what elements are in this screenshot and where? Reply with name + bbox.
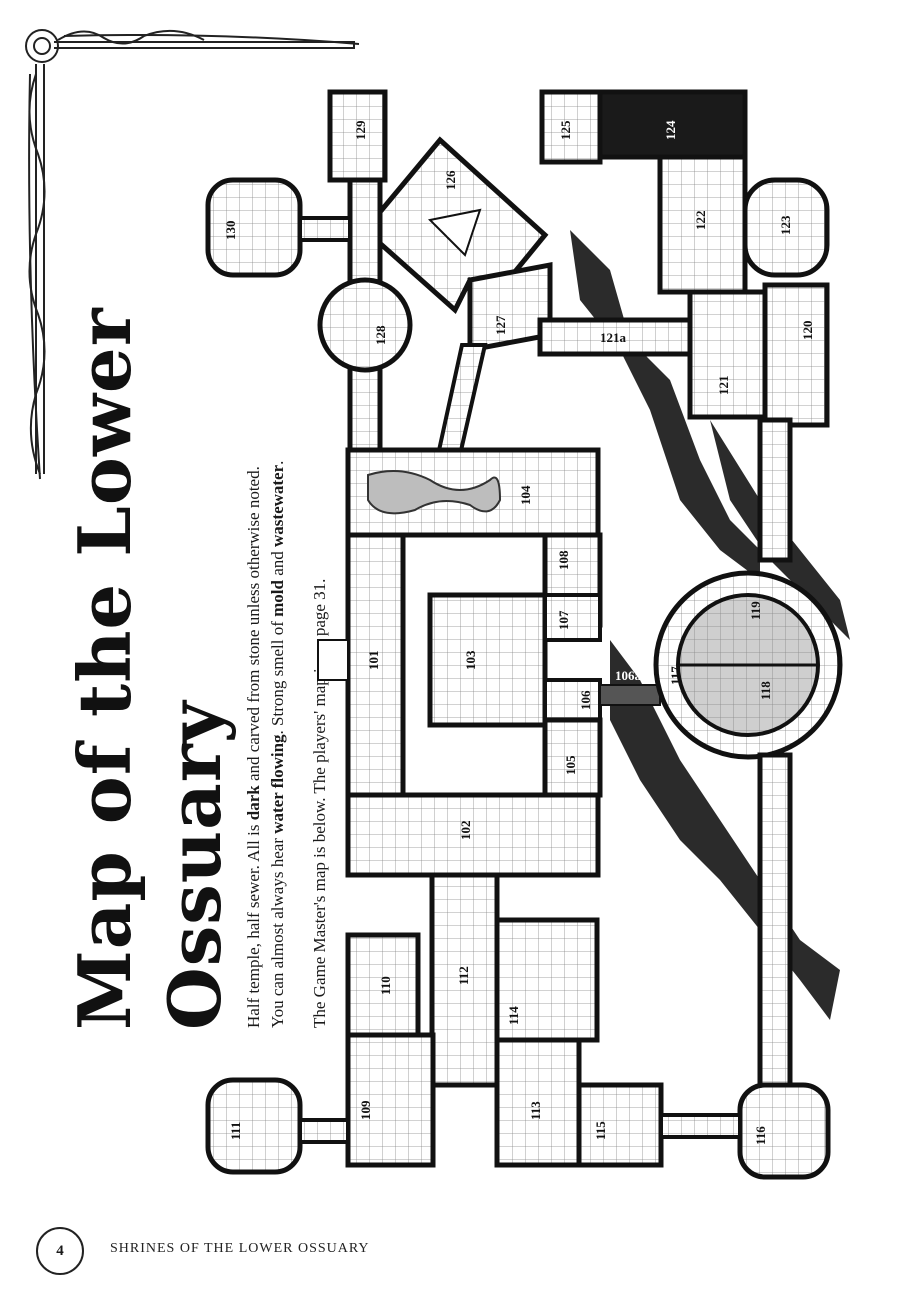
- label-106a: 106a: [615, 668, 642, 683]
- label-112: 112: [456, 966, 471, 985]
- label-104: 104: [518, 485, 533, 505]
- label-126: 126: [443, 170, 458, 190]
- label-119: 119: [748, 601, 763, 620]
- altar-icon: [427, 208, 482, 257]
- footer-book-title: SHRINES OF THE LOWER OSSUARY: [110, 1241, 370, 1256]
- page-number: 4: [36, 1227, 84, 1275]
- label-108: 108: [556, 550, 571, 570]
- label-127: 127: [493, 315, 508, 335]
- label-103: 103: [463, 650, 478, 670]
- label-113: 113: [528, 1101, 543, 1120]
- room-107: [543, 593, 602, 642]
- room-121: [687, 289, 773, 420]
- label-107: 107: [556, 610, 571, 630]
- room-115: [576, 1082, 664, 1168]
- corridor-121a: [537, 317, 703, 357]
- label-128: 128: [373, 325, 388, 345]
- label-115: 115: [593, 1121, 608, 1140]
- room-109: [345, 1032, 436, 1168]
- room-128-round: [317, 277, 413, 373]
- label-122: 122: [693, 211, 708, 231]
- label-118: 118: [758, 681, 773, 700]
- corridor-127-104: [435, 343, 488, 457]
- corner-ornament-icon: [25, 29, 359, 480]
- label-109: 109: [358, 1100, 373, 1120]
- room-114: [494, 917, 600, 1043]
- corridor-117-116: [757, 752, 793, 1088]
- label-120: 120: [800, 321, 815, 341]
- room-102: [345, 792, 601, 878]
- corridor-120-117: [757, 417, 793, 563]
- room-123: [742, 177, 830, 278]
- label-110: 110: [378, 976, 393, 995]
- label-114: 114: [506, 1006, 521, 1025]
- label-129: 129: [353, 120, 368, 140]
- dungeon-map: 101 102 103 104 105 106 106a 107 108 109…: [205, 89, 850, 1180]
- water-pool: [367, 470, 502, 515]
- label-102: 102: [458, 821, 473, 841]
- label-124: 124: [663, 120, 678, 140]
- room-111: [205, 1077, 303, 1175]
- corridor-130: [298, 216, 352, 242]
- room-103: [427, 592, 548, 728]
- label-130: 130: [223, 221, 238, 241]
- room-labels: 101 102 103 104 105 106 106a 107 108 109…: [223, 120, 815, 1145]
- label-125: 125: [558, 120, 573, 140]
- corridor-115-116: [659, 1113, 742, 1139]
- corridor-111: [298, 1118, 350, 1144]
- room-112: [429, 872, 500, 1088]
- label-121a: 121a: [600, 330, 627, 345]
- label-116: 116: [753, 1126, 768, 1145]
- label-106: 106: [578, 690, 593, 710]
- label-121: 121: [716, 376, 731, 396]
- room-125: [539, 89, 603, 165]
- room-130: [205, 177, 303, 278]
- room-120: [762, 282, 830, 428]
- stairs-icon: [317, 639, 349, 681]
- bridge-106a: [599, 684, 661, 706]
- label-123: 123: [778, 215, 793, 235]
- label-101: 101: [366, 651, 381, 671]
- label-105: 105: [563, 755, 578, 775]
- label-111: 111: [228, 1122, 243, 1140]
- label-117: 117: [668, 666, 683, 685]
